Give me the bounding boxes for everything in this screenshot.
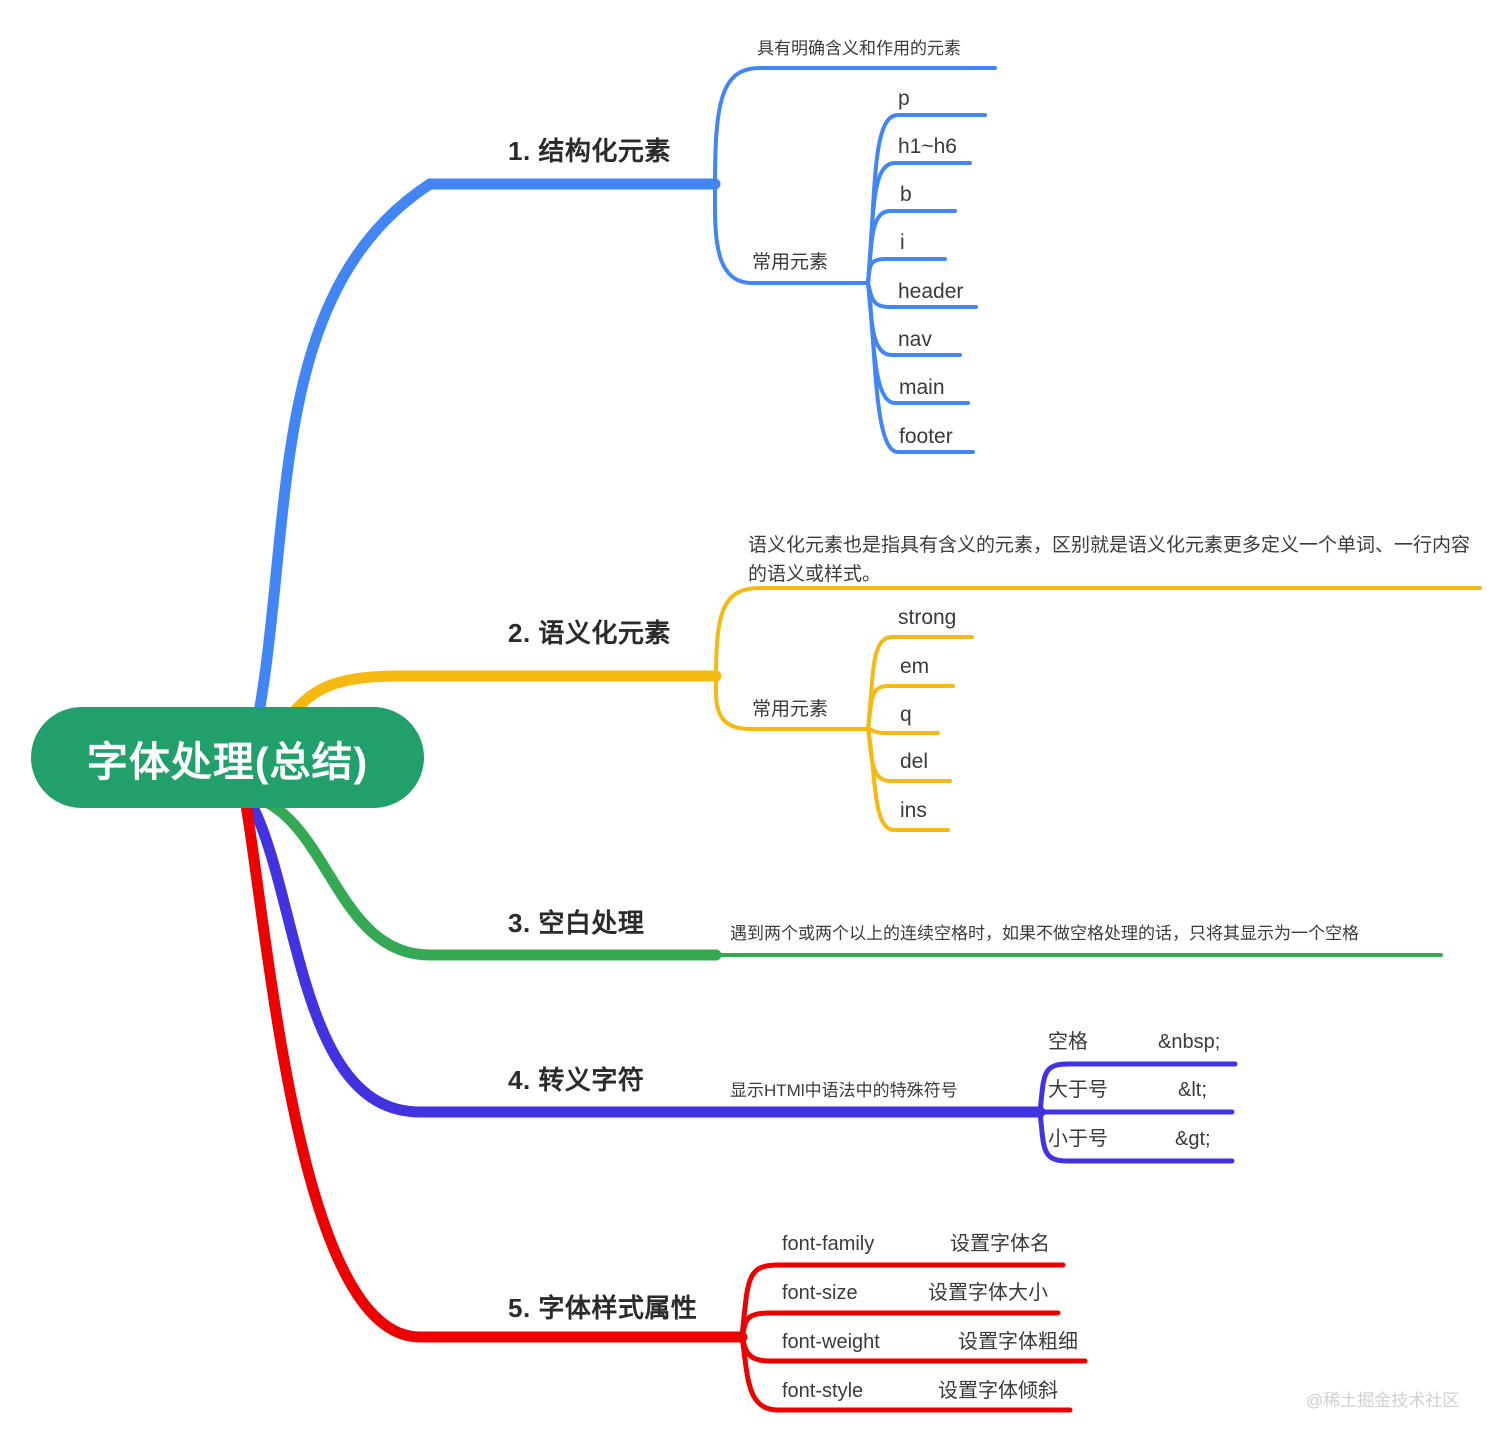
branch-1-desc-link [713, 66, 997, 186]
branch-label-structural-elements[interactable]: 1. 结构化元素 [508, 136, 671, 166]
leaf-node-p[interactable]: p [898, 87, 910, 110]
escape-name-less-than[interactable]: 小于号 [1048, 1128, 1108, 1150]
branch-2-leaf-link-strong [866, 635, 974, 731]
leaf-node-del[interactable]: del [900, 750, 929, 773]
branch-description-semantic-elements[interactable]: 语义化元素也是指具有含义的元素，区别就是语义化元素更多定义一个单词、一行内容的语… [748, 535, 1471, 586]
leaf-node-strong[interactable]: strong [898, 606, 957, 629]
leaf-node-main[interactable]: main [899, 376, 945, 399]
leaf-node-b[interactable]: b [900, 183, 912, 206]
group-label-structural-common[interactable]: 常用元素 [752, 252, 829, 273]
branch-2-leaf-link-ins [866, 727, 950, 832]
branch-1-leaf-link-h [866, 161, 972, 285]
escape-value-space[interactable]: &nbsp; [1158, 1031, 1221, 1053]
branch-5-pair-link-size [739, 1310, 1061, 1340]
branch-3-trunk [256, 794, 722, 961]
root-node-label: 字体处理(总结) [86, 738, 369, 785]
leaf-node-header[interactable]: header [898, 280, 964, 303]
font-property-name-font-style[interactable]: font-style [782, 1380, 864, 1402]
branch-1-leaf-link-i [866, 257, 947, 285]
leaf-node-footer[interactable]: footer [899, 425, 953, 448]
branch-2-leaf-link-q [866, 727, 940, 735]
branch-label-semantic-elements[interactable]: 2. 语义化元素 [508, 618, 671, 648]
leaf-node-q[interactable]: q [900, 703, 912, 726]
font-property-desc-font-size[interactable]: 设置字体大小 [928, 1282, 1048, 1304]
branch-1-leaf-link-footer [866, 281, 975, 454]
branch-label-font-style-properties[interactable]: 5. 字体样式属性 [508, 1293, 698, 1323]
leaf-node-h1-h6[interactable]: h1~h6 [898, 135, 957, 158]
group-label-semantic-common[interactable]: 常用元素 [752, 699, 829, 720]
leaf-node-i[interactable]: i [900, 231, 905, 254]
branch-1-group-link [712, 182, 870, 285]
branch-5-trunk [240, 799, 748, 1343]
branch-5-pair-link-style [739, 1334, 1073, 1413]
branch-2-group-link [713, 674, 870, 731]
branch-4-trunk [246, 799, 1046, 1118]
font-property-name-font-family[interactable]: font-family [782, 1233, 875, 1255]
escape-name-space[interactable]: 空格 [1048, 1031, 1088, 1053]
watermark-text: @稀土掘金技术社区 [1306, 1391, 1460, 1410]
font-property-desc-font-family[interactable]: 设置字体名 [950, 1233, 1050, 1255]
branch-description-structural-elements[interactable]: 具有明确含义和作用的元素 [757, 39, 961, 58]
escape-value-less-than[interactable]: &gt; [1175, 1128, 1211, 1150]
branch-4-pair-link-gt [1037, 1109, 1235, 1164]
branch-label-whitespace-handling[interactable]: 3. 空白处理 [508, 908, 645, 938]
branch-label-escape-characters[interactable]: 4. 转义字符 [508, 1065, 645, 1095]
root-node[interactable]: 字体处理(总结) [31, 707, 424, 808]
font-property-desc-font-style[interactable]: 设置字体倾斜 [938, 1380, 1058, 1402]
branch-1-trunk [241, 178, 721, 776]
font-property-desc-font-weight[interactable]: 设置字体粗细 [958, 1331, 1078, 1353]
font-property-name-font-weight[interactable]: font-weight [782, 1331, 880, 1353]
leaf-node-em[interactable]: em [900, 655, 930, 678]
escape-name-greater-than[interactable]: 大于号 [1048, 1079, 1108, 1101]
font-property-name-font-size[interactable]: font-size [782, 1282, 858, 1304]
branch-description-whitespace-handling[interactable]: 遇到两个或两个以上的连续空格时，如果不做空格处理的话，只将其显示为一个空格 [730, 924, 1359, 943]
branch-2-desc-link [714, 586, 1482, 678]
branch-2-leaf-link-em [866, 684, 955, 731]
escape-value-greater-than[interactable]: &lt; [1178, 1079, 1207, 1101]
branch-description-escape-characters[interactable]: 显示HTMl中语法中的特殊符号 [730, 1081, 958, 1100]
branch-1-leaf-link-b [866, 209, 957, 285]
leaf-node-ins[interactable]: ins [900, 799, 927, 822]
branch-4-pair-link-nbsp [1037, 1061, 1238, 1115]
branch-5-pair-link-family [739, 1262, 1066, 1340]
leaf-node-nav[interactable]: nav [898, 328, 932, 351]
